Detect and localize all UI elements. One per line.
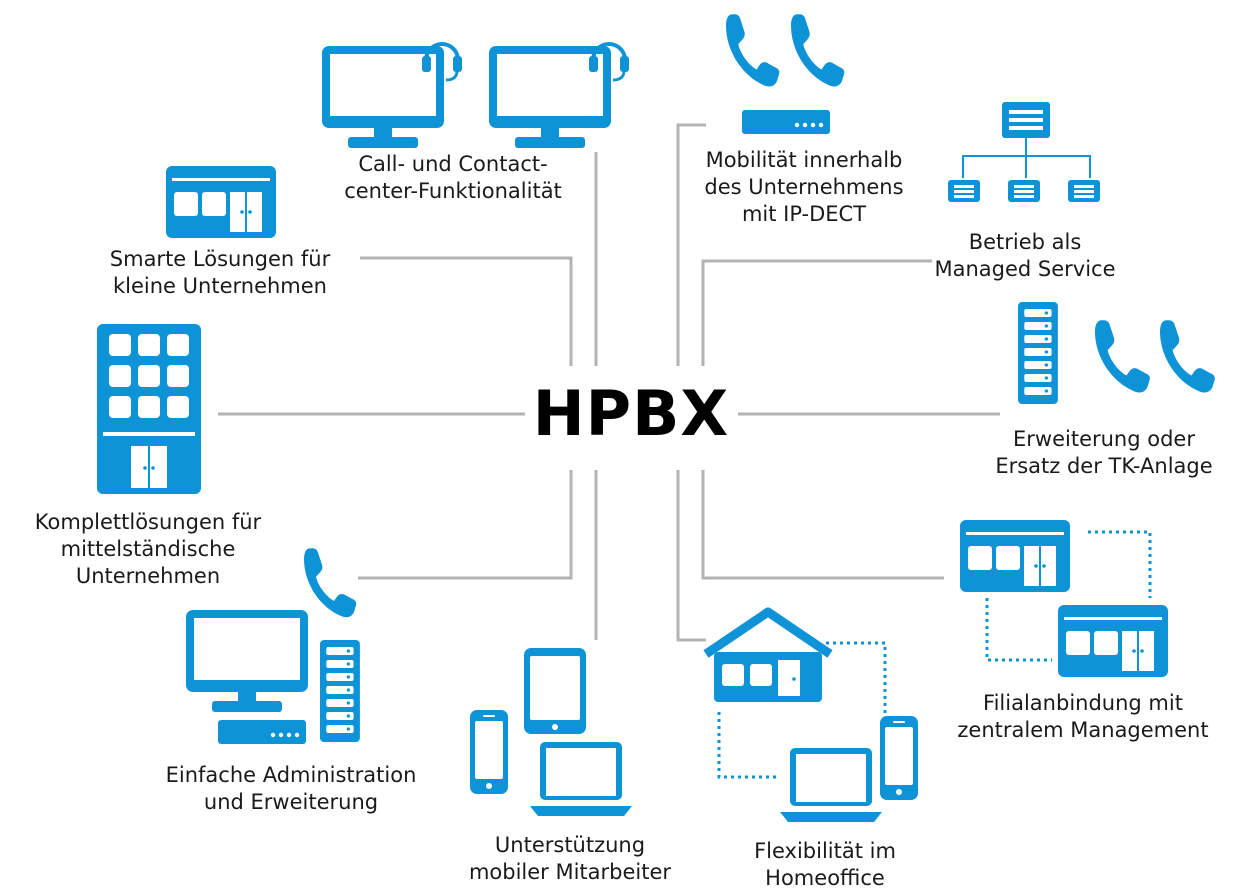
dotted-links xyxy=(717,530,1152,779)
office-tower-icon xyxy=(97,324,201,494)
label-line: mittelständische xyxy=(60,537,236,561)
label-line: Betrieb als xyxy=(968,230,1082,254)
label-line: Smarte Lösungen für xyxy=(109,247,331,271)
hpbx-title: HPBX xyxy=(532,377,730,450)
branch-network-icon xyxy=(959,519,1169,678)
label-line: kleine Unternehmen xyxy=(113,274,327,298)
label-pbx-replacement: Erweiterung oder Ersatz der TK-Anlage xyxy=(966,426,1242,480)
label-line: des Unternehmens xyxy=(704,175,904,199)
label-mobility: Mobilität innerhalb des Unternehmens mit… xyxy=(672,147,936,228)
mobile-devices-icon xyxy=(470,648,632,816)
connector-branches xyxy=(701,470,944,580)
label-line: und Erweiterung xyxy=(203,790,379,814)
label-line: Filialanbindung mit xyxy=(983,691,1183,715)
small-building-icon xyxy=(165,165,277,239)
label-line: Komplettlösungen für xyxy=(34,510,262,534)
connector-administration xyxy=(358,470,573,580)
label-line: Ersatz der TK-Anlage xyxy=(995,454,1213,478)
label-mobile-workers: Unterstützung mobiler Mitarbeiter xyxy=(425,832,715,886)
label-line: Unternehmen xyxy=(75,564,221,588)
label-line: Flexibilität im xyxy=(754,839,896,863)
label-branches: Filialanbindung mit zentralem Management xyxy=(928,690,1238,744)
label-line: Call- und Contact- xyxy=(358,152,548,176)
label-line: Homeoffice xyxy=(765,866,885,890)
label-line: Unterstützung xyxy=(494,833,646,857)
label-line: Erweiterung oder xyxy=(1013,427,1195,451)
label-line: Mobilität innerhalb xyxy=(705,148,903,172)
label-managed: Betrieb als Managed Service xyxy=(900,229,1150,283)
label-line: mobiler Mitarbeiter xyxy=(468,860,672,884)
monitor-headset-icon xyxy=(322,42,631,148)
label-small-business: Smarte Lösungen für kleine Unternehmen xyxy=(80,246,360,300)
handset-base-icon xyxy=(726,14,845,134)
label-administration: Einfache Administration und Erweiterung xyxy=(128,762,454,816)
label-medium-business: Komplettlösungen für mittelständische Un… xyxy=(8,509,288,590)
label-line: center-Funktionalität xyxy=(344,179,562,203)
label-line: mit IP-DECT xyxy=(741,202,867,226)
connector-small-business xyxy=(360,256,573,366)
label-line: Managed Service xyxy=(934,257,1116,281)
server-hierarchy-icon xyxy=(948,102,1100,202)
home-office-icon xyxy=(703,607,918,822)
connector-managed xyxy=(701,259,932,366)
label-line: Einfache Administration xyxy=(165,763,417,787)
label-home-office: Flexibilität im Homeoffice xyxy=(705,838,945,892)
server-rack-phone-icon xyxy=(1018,302,1215,404)
connector-mobility xyxy=(676,123,706,366)
connector-home-office xyxy=(676,470,706,642)
connector-lines xyxy=(218,123,1000,642)
label-line: zentralem Management xyxy=(957,718,1209,742)
label-call-center: Call- und Contact- center-Funktionalität xyxy=(314,151,592,205)
